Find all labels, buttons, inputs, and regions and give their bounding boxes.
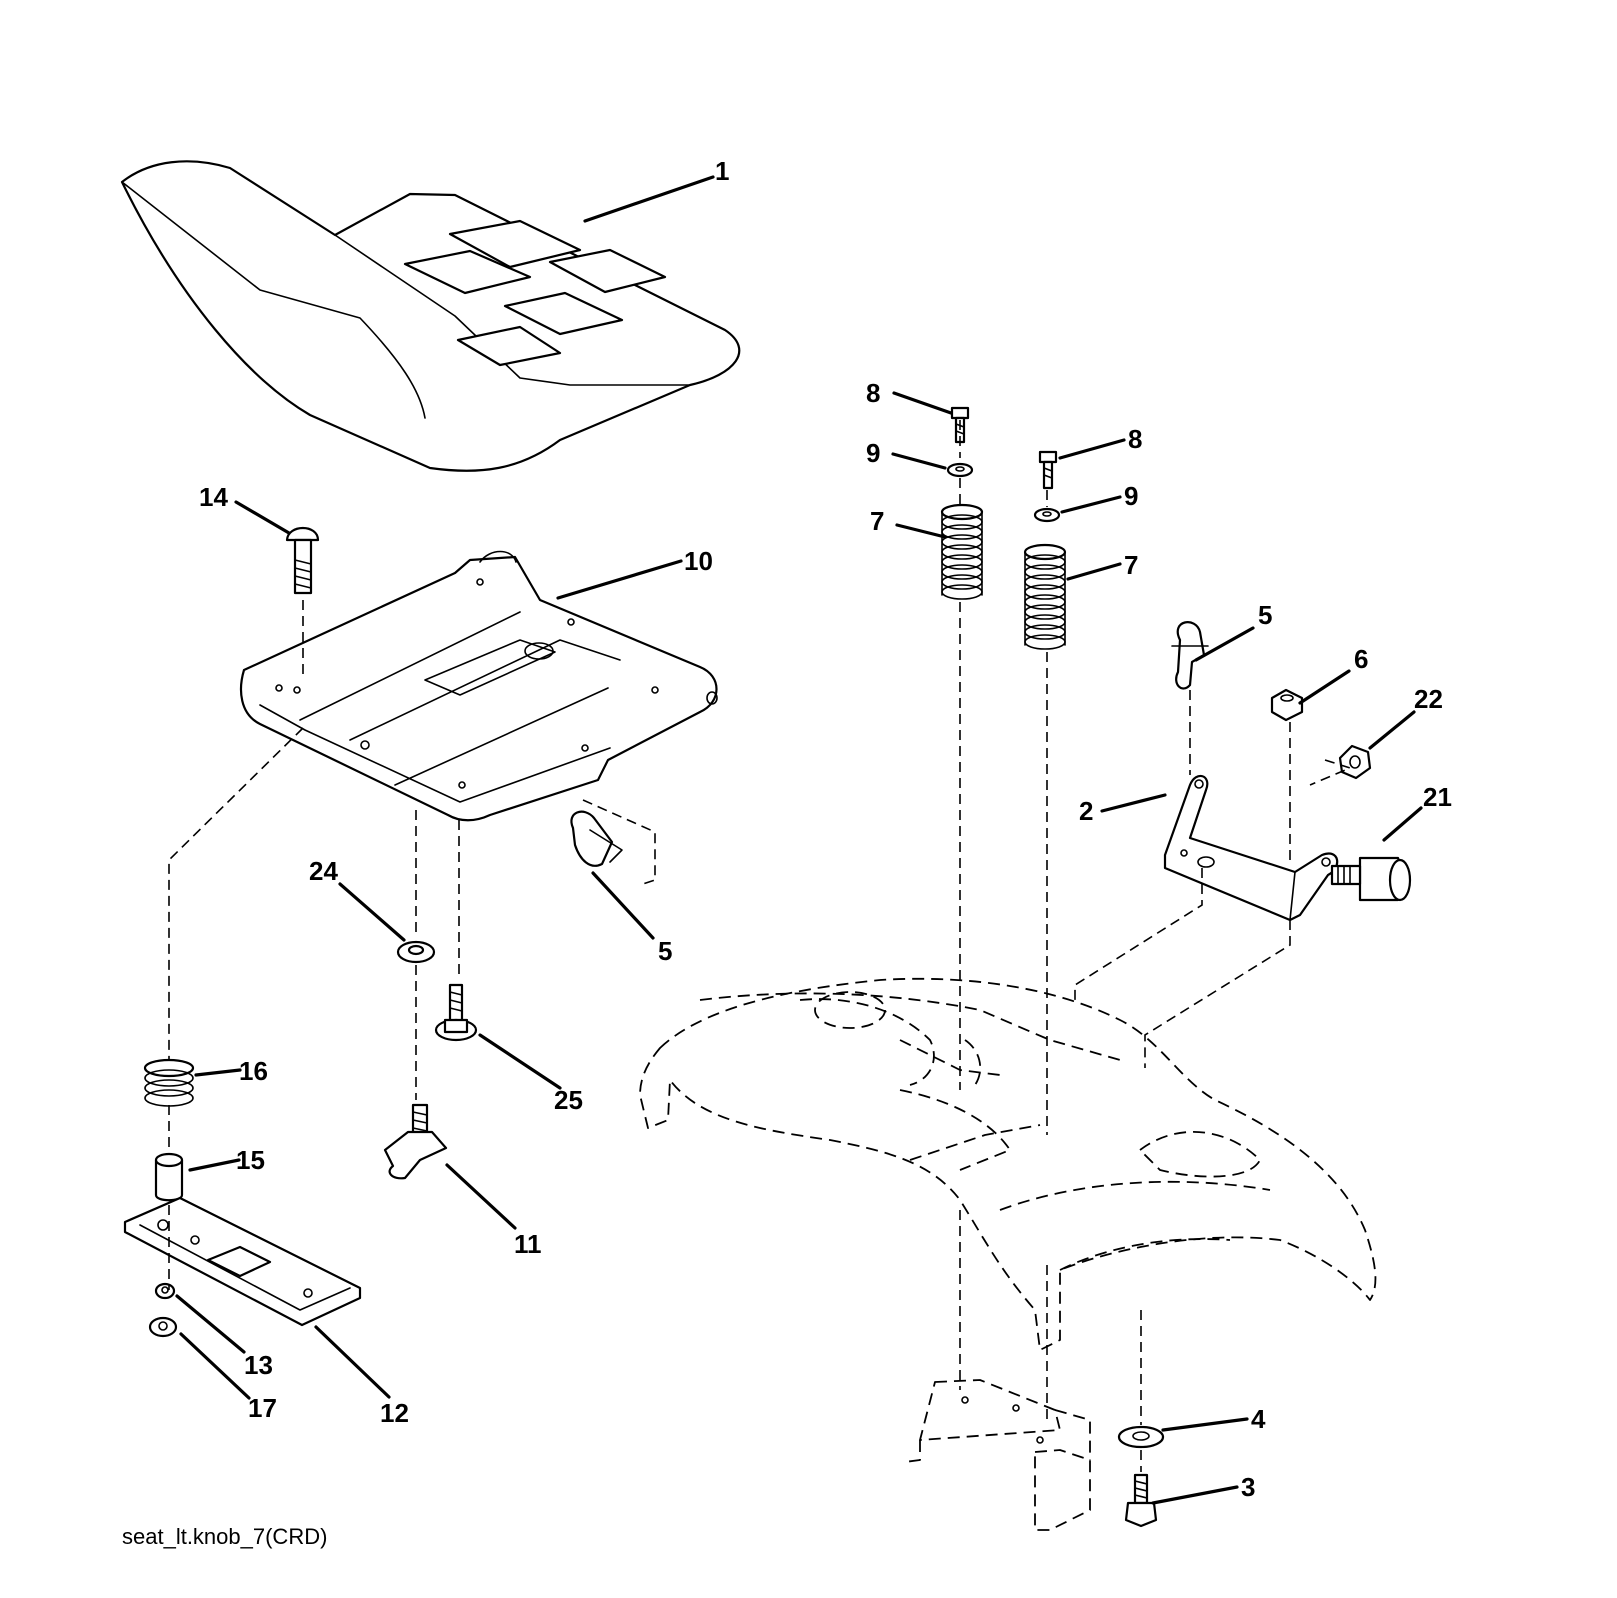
- pivot-bracket: [1163, 774, 1339, 922]
- callout-11: 11: [514, 1229, 542, 1259]
- callout-5-right: 5: [1258, 600, 1272, 630]
- seat-spring-right: [1023, 543, 1067, 650]
- frame-mount-bracket: [904, 1379, 1091, 1531]
- callout-9-left: 9: [866, 438, 880, 468]
- washer-left: [946, 462, 974, 478]
- callout-21: 21: [1423, 782, 1452, 812]
- callout-1: 1: [715, 156, 729, 186]
- callout-14: 14: [199, 482, 228, 512]
- lock-nut: [1270, 688, 1304, 722]
- seat-pan: [239, 550, 718, 822]
- callout-6: 6: [1354, 644, 1368, 674]
- callout-16: 16: [239, 1056, 268, 1086]
- flange-nut: [148, 1316, 178, 1338]
- seat-adjust-knob: [383, 1103, 448, 1180]
- shoulder-bolt: [1330, 856, 1412, 902]
- callout-8-left: 8: [866, 378, 880, 408]
- callout-7-right: 7: [1124, 550, 1138, 580]
- callout-leaders: [175, 175, 1423, 1505]
- callout-8-right: 8: [1128, 424, 1142, 454]
- callout-10: 10: [684, 546, 713, 576]
- hex-nut: [154, 1282, 176, 1300]
- hex-nut-right: [1338, 744, 1372, 780]
- washer-right: [1033, 507, 1061, 523]
- diagram-caption: seat_lt.knob_7(CRD): [122, 1524, 327, 1549]
- callout-24: 24: [309, 856, 338, 886]
- washer-flat: [1117, 1425, 1165, 1449]
- callout-12: 12: [380, 1398, 409, 1428]
- shoulder-screw: [434, 983, 478, 1042]
- hex-bolt: [1124, 1473, 1158, 1528]
- callout-labels: 1 2 3 4 5 5 6 7 7 8 8 9 9 10 11 12 13 14…: [199, 156, 1452, 1502]
- callout-5-left: 5: [658, 936, 672, 966]
- carriage-bolt: [285, 526, 320, 595]
- callout-3: 3: [1241, 1472, 1255, 1502]
- fender-frame-outline: [639, 977, 1377, 1351]
- callout-7-left: 7: [870, 506, 884, 536]
- hex-screw-right: [1038, 450, 1058, 490]
- callout-9-right: 9: [1124, 481, 1138, 511]
- callout-2: 2: [1079, 796, 1093, 826]
- spacer: [154, 1152, 184, 1202]
- callout-25: 25: [554, 1085, 583, 1115]
- seat-grip-pads: [403, 219, 667, 367]
- callout-4: 4: [1251, 1404, 1266, 1434]
- seat: [120, 160, 741, 472]
- callout-13: 13: [244, 1350, 273, 1380]
- retainer-clip-left: [570, 810, 623, 867]
- callout-15: 15: [236, 1145, 265, 1175]
- seat-spring-left: [940, 503, 984, 600]
- compression-spring-small: [143, 1058, 195, 1107]
- seat-slide-bracket: [123, 1196, 362, 1327]
- callout-22: 22: [1414, 684, 1443, 714]
- assembly-lines: [168, 420, 1353, 1472]
- washer-large: [396, 940, 436, 964]
- callout-17: 17: [248, 1393, 277, 1423]
